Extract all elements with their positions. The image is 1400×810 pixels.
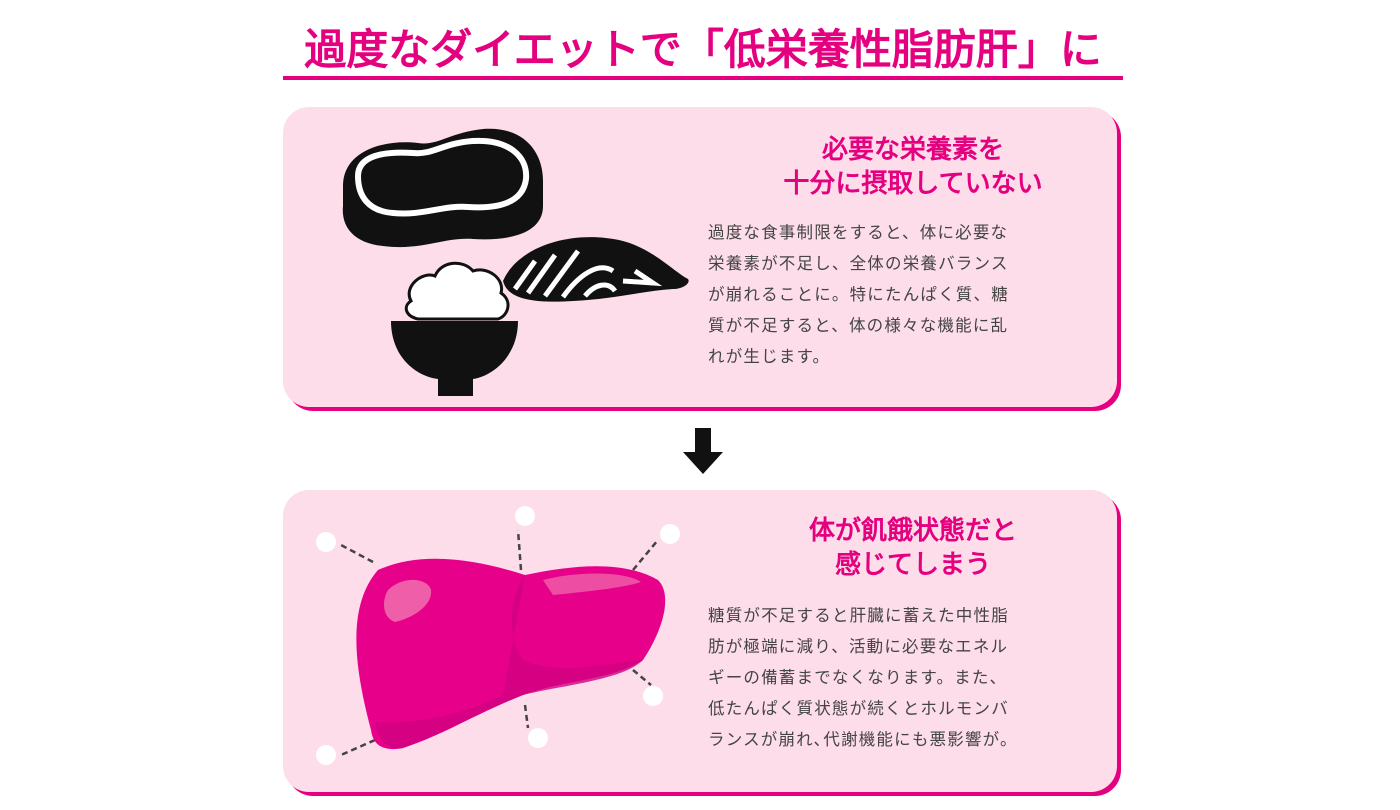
card-body-text: 糖質が不足すると肝臓に蓄えた中性脂 肪が極端に減り、活動に必要なエネル ギーの備…: [708, 606, 1018, 749]
rice-bowl-icon: [391, 261, 518, 396]
fish-icon: [503, 237, 689, 302]
title-underline: [283, 76, 1123, 80]
fat-particle-icons: [316, 506, 680, 765]
card-body-text: 過度な食事制限をすると、体に必要な 栄養素が不足し、全体の栄養バランス が崩れる…: [708, 223, 1009, 366]
page-title: 過度なダイエットで「低栄養性脂肪肝」に: [304, 25, 1102, 74]
card-heading: 必要な栄養素を 十分に摂取していない: [783, 135, 1043, 199]
card-nutrient-deficiency: 必要な栄養素を 十分に摂取していない 過度な食事制限をすると、体に必要な 栄養素…: [283, 107, 1117, 407]
card-heading: 体が飢餓状態だと 感じてしまう: [808, 516, 1017, 580]
steak-icon: [342, 128, 543, 248]
liver-illustration: [316, 506, 680, 765]
outflow-arrows: [340, 529, 659, 757]
arrow-down-icon: [683, 428, 723, 474]
food-icons-illustration: [342, 128, 689, 396]
card-starvation-state: 体が飢餓状態だと 感じてしまう 糖質が不足すると肝臓に蓄えた中性脂 肪が極端に減…: [283, 490, 1117, 792]
